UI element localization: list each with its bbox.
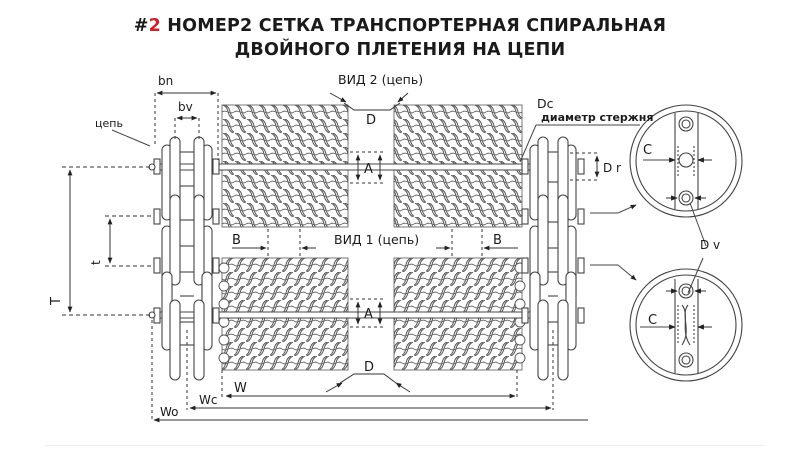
label-B-left: B [232,233,241,248]
right-chain [521,136,585,381]
label-D-top: D [366,113,376,128]
leader-lines [111,124,707,294]
label-A-top: A [364,162,373,177]
label-B-right: B [493,233,502,248]
label-Dr: D r [603,161,621,175]
label-A-bottom: A [364,307,373,322]
bottom-divider [45,445,765,446]
label-bn: bn [158,74,173,88]
label-Wo: Wo [160,405,179,419]
title-line-2: ДВОЙНОГО ПЛЕТЕНИЯ НА ЦЕПИ [234,40,566,60]
label-chain: цепь [95,117,123,130]
label-Dc: Dc [537,96,554,111]
title-number: 2 [148,16,162,36]
label-D-bottom: D [364,360,374,375]
title-line-1-text: НОМЕР2 СЕТКА ТРАНСПОРТЕРНАЯ СПИРАЛЬНАЯ [161,16,667,36]
detail-circle-bottom [629,268,743,382]
detail-circle-top [629,104,743,218]
label-t: t [89,260,103,265]
dimension-lines [62,90,600,423]
diagram-title: #2 НОМЕР2 СЕТКА ТРАНСПОРТЕРНАЯ СПИРАЛЬНА… [0,14,800,62]
label-C-top: C [643,143,652,158]
label-view-1: ВИД 1 (цепь) [334,232,419,247]
title-line-1: #2 НОМЕР2 СЕТКА ТРАНСПОРТЕРНАЯ СПИРАЛЬНА… [0,14,800,38]
label-Dv: D v [700,238,720,252]
label-C-bottom: C [648,313,657,328]
left-chain [148,136,220,381]
label-Wc: Wc [199,393,217,407]
label-rod-diameter: диаметр стержня [541,111,653,124]
mesh-edge-loops [218,262,526,364]
label-W: W [234,381,247,396]
title-hash: # [133,16,149,36]
label-bv: bv [178,100,193,114]
label-view-2: ВИД 2 (цепь) [338,72,423,87]
label-T: T [49,297,64,306]
